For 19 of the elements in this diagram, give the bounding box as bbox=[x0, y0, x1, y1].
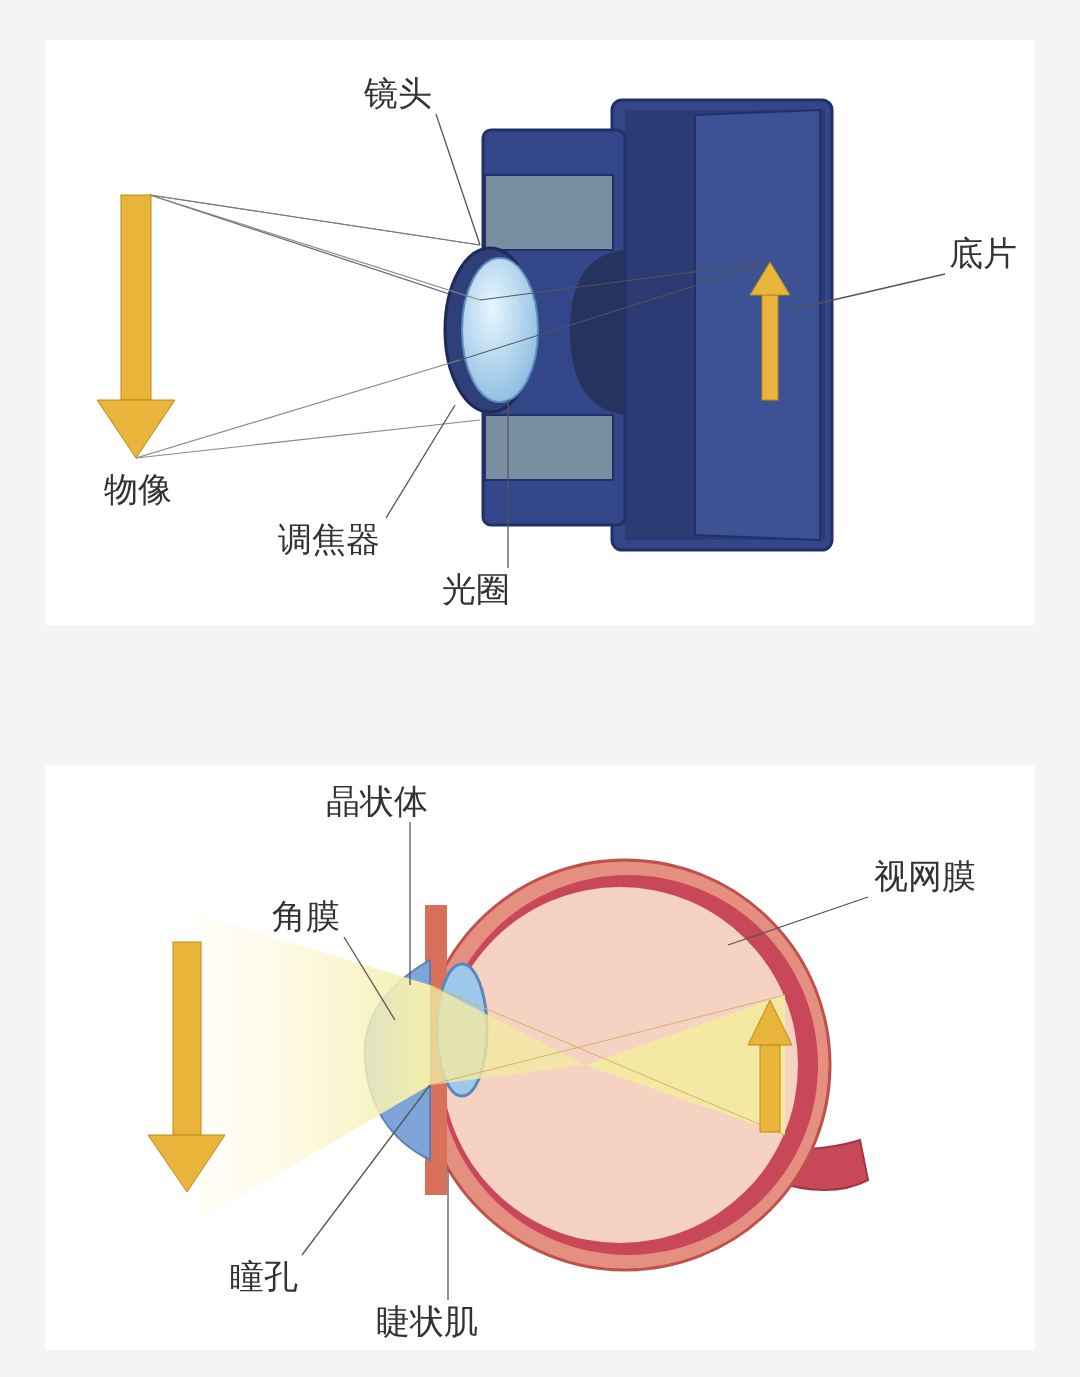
part-label: 物像 bbox=[103, 468, 173, 510]
leader-line bbox=[435, 113, 481, 246]
part-label: 调焦器 bbox=[272, 518, 386, 560]
part-label: 视网膜 bbox=[868, 855, 982, 897]
part-label: 光圈 bbox=[438, 568, 514, 610]
leader-line bbox=[507, 399, 509, 569]
part-label: 底片 bbox=[945, 232, 1021, 274]
leader-line bbox=[343, 936, 396, 1021]
leader-line bbox=[385, 404, 456, 519]
part-label: 角膜 bbox=[268, 895, 344, 937]
part-label: 晶状体 bbox=[320, 780, 434, 822]
leader-line bbox=[789, 273, 946, 311]
leader-line bbox=[409, 821, 411, 986]
part-label: 睫状肌 bbox=[370, 1300, 484, 1342]
part-label: 镜头 bbox=[360, 72, 436, 114]
part-label: 瞳孔 bbox=[226, 1255, 302, 1297]
leader-line bbox=[447, 1169, 449, 1301]
leader-line bbox=[301, 1084, 431, 1256]
leader-line bbox=[727, 896, 869, 946]
